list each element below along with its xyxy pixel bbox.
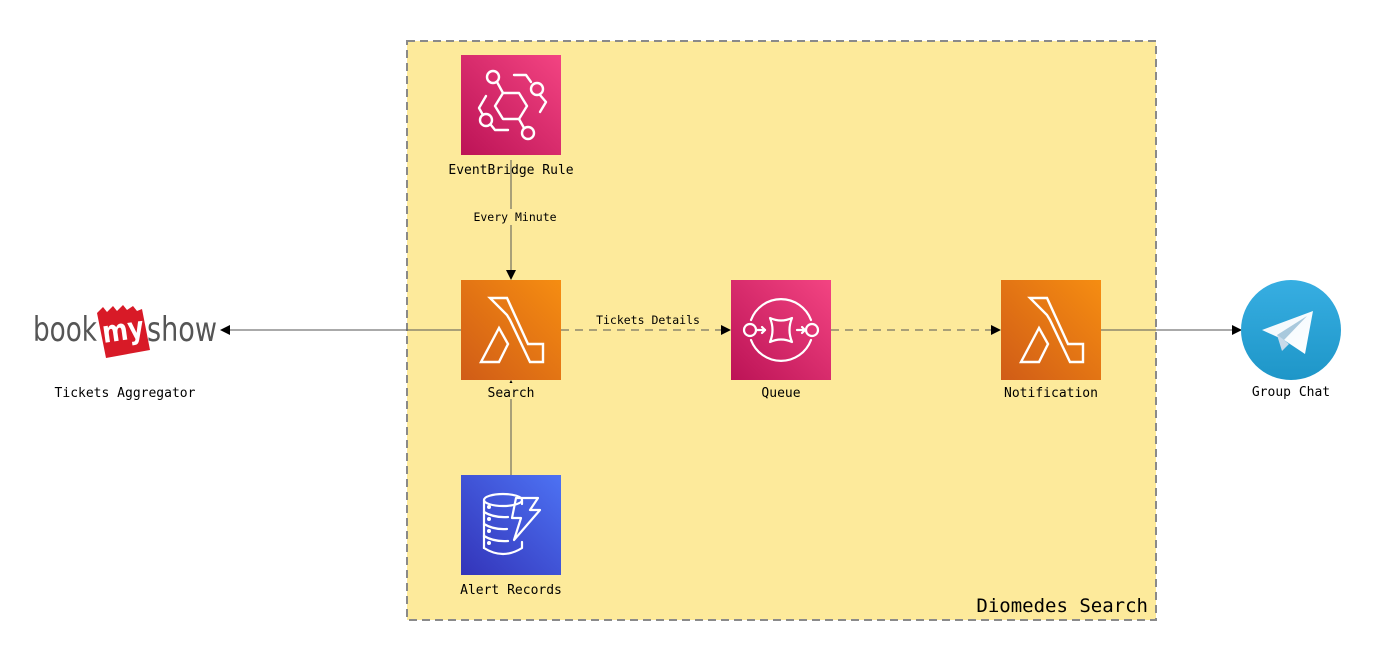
group-label: Diomedes Search (976, 595, 1148, 617)
node-eventbridge-rule[interactable]: EventBridge Rule (448, 55, 574, 178)
node-label-bg (484, 383, 540, 399)
node-label: Group Chat (1252, 385, 1330, 400)
logo-text-show: show (147, 310, 217, 350)
edge-label-tickets-details: Tickets Details (596, 313, 700, 327)
node-group-chat[interactable]: Group Chat (1241, 280, 1341, 400)
node-notification-lambda[interactable]: Notification (1001, 280, 1101, 401)
node-queue[interactable]: Queue (731, 280, 831, 401)
eventbridge-icon (477, 69, 548, 141)
bookmyshow-logo: book my show (33, 305, 217, 358)
dynamodb-icon (482, 492, 542, 556)
edge-label-every-minute: Every Minute (473, 210, 556, 224)
node-search-lambda[interactable]: Search (461, 280, 561, 401)
logo-text-my: my (100, 310, 147, 351)
node-bookmyshow[interactable]: book my show Tickets Aggregator (33, 305, 217, 401)
telegram-plane-icon (1262, 311, 1313, 354)
lambda-icon (479, 296, 545, 364)
node-label: Tickets Aggregator (55, 386, 196, 401)
lambda-icon (1019, 296, 1085, 364)
node-label: Queue (761, 386, 800, 401)
node-label: Notification (1004, 386, 1098, 401)
node-alert-records[interactable]: Alert Records (460, 475, 562, 598)
logo-text-book: book (33, 310, 97, 350)
node-label: Alert Records (460, 583, 562, 598)
edge-label-bg (470, 209, 560, 225)
node-label: Search (488, 386, 535, 401)
node-label: EventBridge Rule (448, 163, 573, 178)
sqs-icon (742, 298, 820, 362)
edges: Every Minute Tickets Details (220, 160, 1242, 475)
